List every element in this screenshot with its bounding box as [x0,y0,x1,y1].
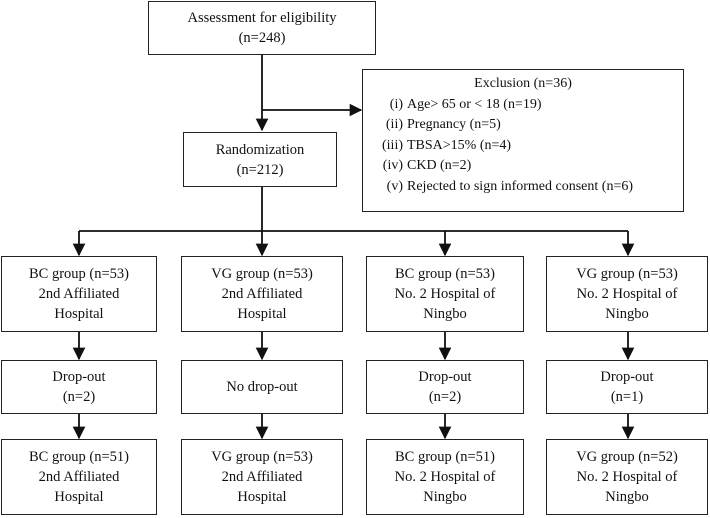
dropout-label: No drop-out [226,379,298,395]
dropout-count: (n=1) [610,389,644,405]
final-box-1: BC group (n=51) 2nd Affiliated Hospital [1,439,157,515]
exclusion-item-text: Pregnancy (n=5) [407,117,501,132]
group-label: BC group (n=53) [28,266,129,282]
group-site: No. 2 Hospital of [576,286,678,302]
randomization-label: Randomization [215,141,305,158]
assessment-box: Assessment for eligibility (n=248) [148,1,376,55]
randomization-count: (n=212) [236,161,284,178]
group-site: 2nd Affiliated [221,286,303,302]
final-label: VG group (n=52) [576,449,678,465]
exclusion-item-text: TBSA>15% (n=4) [407,137,512,153]
exclusion-item-text: CKD (n=2) [407,158,472,173]
dropout-box-1: Drop-out (n=2) [1,360,157,414]
final-box-4: VG group (n=52) No. 2 Hospital of Ningbo [546,439,708,515]
group-site: 2nd Affiliated [38,286,120,302]
exclusion-item: (i) Age> 65 or < 18 (n=19) [363,95,683,116]
exclusion-item-number: (v) [386,178,403,194]
final-label: VG group (n=53) [211,449,313,465]
exclusion-item-number: (iv) [382,158,403,173]
final-site: No. 2 Hospital of [394,469,496,485]
final-site: Hospital [54,489,104,505]
dropout-box-2: No drop-out [181,360,343,414]
group-site: Ningbo [605,306,649,322]
exclusion-item: (v) Rejected to sign informed consent (n… [363,177,683,198]
randomization-box: Randomization (n=212) [183,132,337,187]
final-site: 2nd Affiliated [221,469,303,485]
final-label: BC group (n=51) [394,449,495,465]
final-site: No. 2 Hospital of [576,469,678,485]
dropout-label: Drop-out [600,369,654,385]
group-site: Ningbo [423,306,467,322]
final-site: Ningbo [605,489,649,505]
exclusion-title: Exclusion (n=36) [474,76,572,91]
dropout-box-4: Drop-out (n=1) [546,360,708,414]
assessment-label: Assessment for eligibility [187,10,337,26]
final-label: BC group (n=51) [28,449,129,465]
final-site: Hospital [237,489,287,505]
assessment-count: (n=248) [238,30,286,46]
final-site: 2nd Affiliated [38,469,120,485]
final-box-3: BC group (n=51) No. 2 Hospital of Ningbo [366,439,524,515]
exclusion-item-number: (iii) [382,137,403,153]
dropout-count: (n=2) [428,389,462,405]
exclusion-item: (iii) TBSA>15% (n=4) [363,136,683,157]
exclusion-item: (iv) CKD (n=2) [363,156,683,177]
group-box-1: BC group (n=53) 2nd Affiliated Hospital [1,256,157,332]
exclusion-item-text: Rejected to sign informed consent (n=6) [407,178,634,194]
final-site: Ningbo [423,489,467,505]
group-label: BC group (n=53) [394,266,495,282]
exclusion-item-number: (i) [389,96,403,112]
group-box-2: VG group (n=53) 2nd Affiliated Hospital [181,256,343,332]
group-box-3: BC group (n=53) No. 2 Hospital of Ningbo [366,256,524,332]
group-label: VG group (n=53) [576,266,678,282]
group-site: Hospital [54,306,104,322]
dropout-label: Drop-out [52,369,106,385]
group-label: VG group (n=53) [211,266,313,282]
group-site: No. 2 Hospital of [394,286,496,302]
dropout-count: (n=2) [62,389,96,405]
exclusion-item: (ii) Pregnancy (n=5) [363,115,683,136]
exclusion-box: Exclusion (n=36) (i) Age> 65 or < 18 (n=… [362,69,684,212]
group-box-4: VG group (n=53) No. 2 Hospital of Ningbo [546,256,708,332]
exclusion-item-text: Age> 65 or < 18 (n=19) [407,96,542,112]
dropout-box-3: Drop-out (n=2) [366,360,524,414]
group-site: Hospital [237,306,287,322]
final-box-2: VG group (n=53) 2nd Affiliated Hospital [181,439,343,515]
exclusion-item-number: (ii) [385,117,403,132]
dropout-label: Drop-out [418,369,472,385]
